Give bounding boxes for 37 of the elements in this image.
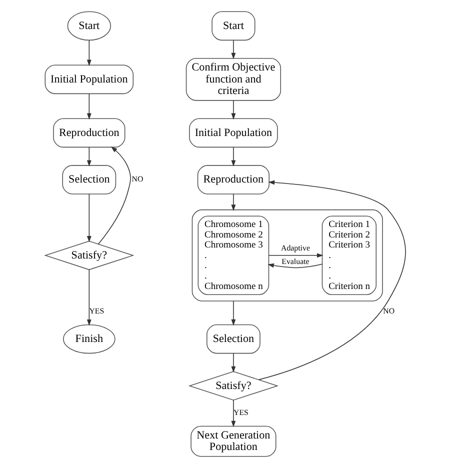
edge-label: Adaptive (280, 244, 310, 253)
node-box: Chromosome 1 Chromosome 2 Chromosome 3 . . . Chromosome n (197, 216, 269, 296)
arrow (230, 353, 236, 373)
arrow (230, 400, 236, 428)
edge-label: NO (131, 174, 143, 184)
arrow (268, 253, 323, 258)
node-box: Initial Population (188, 118, 278, 148)
cluster (191, 209, 382, 302)
node-box: Criterion 1 Criterion 2 Criterion 3 . . . Criterion n (321, 216, 376, 296)
node-diamond: Satisfy? (188, 371, 278, 400)
arrow (230, 40, 236, 60)
arrow (230, 300, 236, 326)
node-box: Selection (62, 165, 116, 194)
arrow (86, 40, 91, 66)
node-box: Start (211, 11, 255, 41)
arrow (230, 194, 236, 212)
node-ellipse: Finish (62, 324, 115, 354)
node-ellipse: Start (66, 11, 111, 41)
node-diamond: Satisfy? (44, 240, 134, 270)
arrow (230, 100, 236, 120)
arrow (97, 146, 130, 245)
edge-label: NO (382, 306, 394, 316)
arrow (86, 194, 91, 242)
node-box: Selection (206, 324, 260, 354)
arrow (267, 263, 322, 268)
node-box: Initial Population (44, 64, 134, 94)
arrow (86, 93, 91, 120)
arrow (86, 146, 91, 167)
arrow (86, 269, 91, 326)
node-box: Reproduction (52, 118, 125, 148)
arrow (258, 180, 406, 380)
edge-label: YES (88, 306, 104, 316)
node-box: Next Generation Population (190, 426, 276, 457)
edge-label: Evaluate (281, 257, 309, 266)
node-box: Reproduction (196, 165, 270, 194)
arrow (230, 146, 236, 167)
node-box: Confirm Objective function and criteria (185, 58, 281, 101)
